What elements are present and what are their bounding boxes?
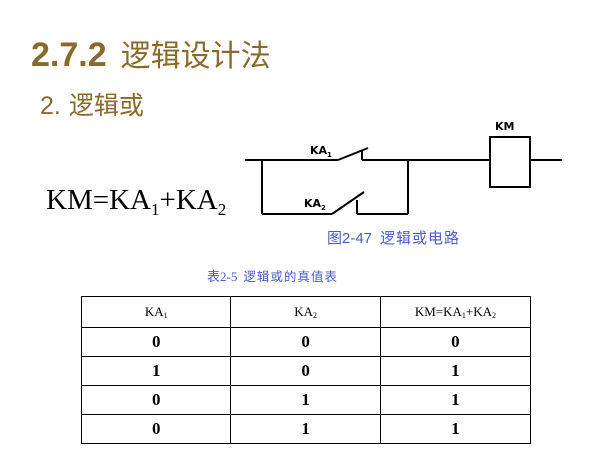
subsection-title: 逻辑或	[68, 91, 144, 120]
figure-caption-text: 逻辑或电路	[380, 229, 461, 247]
table-caption: 表2-5 逻辑或的真值表	[207, 270, 338, 284]
figure-caption-number: 图2-47	[327, 230, 373, 247]
subsection-number: 2.	[40, 92, 61, 120]
contact-ka1-text: KA	[310, 144, 328, 157]
table-row: 0 1 1	[80, 414, 532, 444]
table-row: 0 1 1	[80, 385, 532, 415]
column-header-km: KM=KA1+KA2	[379, 296, 532, 328]
contact-ka1-blade	[337, 147, 369, 161]
column-header-ka2: KA2	[230, 296, 381, 328]
table-row: 1 0 1	[80, 356, 532, 386]
contact-ka2-text: KA	[304, 197, 322, 210]
table-cell: 1	[379, 356, 532, 386]
section-number: 2.7.2	[31, 36, 107, 74]
contact-ka1-label: KA1	[310, 144, 332, 159]
formula-lhs: KM	[46, 184, 93, 216]
truth-table-header-row: KA1 KA2 KM=KA1+KA2	[80, 296, 532, 328]
truth-table: KA1 KA2 KM=KA1+KA2 0 0 0 1 0 1 0 1 1 0 1…	[80, 296, 532, 444]
coil-km-label: KM	[495, 120, 514, 133]
circuit-wires	[245, 147, 562, 215]
coil-km	[489, 136, 531, 188]
formula-equals: =	[92, 184, 110, 216]
slide-subtitle: 2.逻辑或	[40, 93, 144, 119]
table-cell: 1	[379, 414, 532, 444]
logic-formula: KM=KA1+KA2	[46, 184, 227, 219]
table-caption-text: 逻辑或的真值表	[243, 269, 338, 284]
table-cell: 0	[80, 385, 232, 415]
table-cell: 0	[80, 327, 232, 357]
table-cell: 1	[230, 385, 381, 415]
formula-term1: KA	[109, 184, 151, 216]
table-cell: 0	[379, 327, 532, 357]
contact-ka1-subscript: 1	[327, 151, 332, 159]
table-row: 0 0 0	[80, 327, 532, 357]
table-cell: 0	[230, 327, 381, 357]
slide-title: 2.7.2 逻辑设计法	[31, 38, 271, 72]
table-cell: 1	[230, 414, 381, 444]
table-cell: 0	[230, 356, 381, 386]
table-cell: 1	[80, 356, 232, 386]
or-circuit-diagram: KM KA1 KA2	[245, 120, 562, 215]
formula-plus: +	[159, 184, 176, 216]
table-cell: 0	[80, 414, 232, 444]
formula-term2: KA	[175, 184, 218, 216]
contact-ka2-subscript: 2	[321, 204, 326, 212]
formula-term1-subscript: 1	[150, 200, 160, 219]
figure-caption: 图2-47 逻辑或电路	[327, 229, 461, 247]
contact-ka2-blade	[331, 191, 365, 215]
column-header-ka1: KA1	[80, 296, 232, 328]
section-title: 逻辑设计法	[120, 39, 271, 74]
table-cell: 1	[379, 385, 532, 415]
table-caption-number: 表2-5	[207, 269, 238, 284]
formula-term2-subscript: 2	[217, 200, 227, 219]
contact-ka2-label: KA2	[304, 197, 326, 212]
